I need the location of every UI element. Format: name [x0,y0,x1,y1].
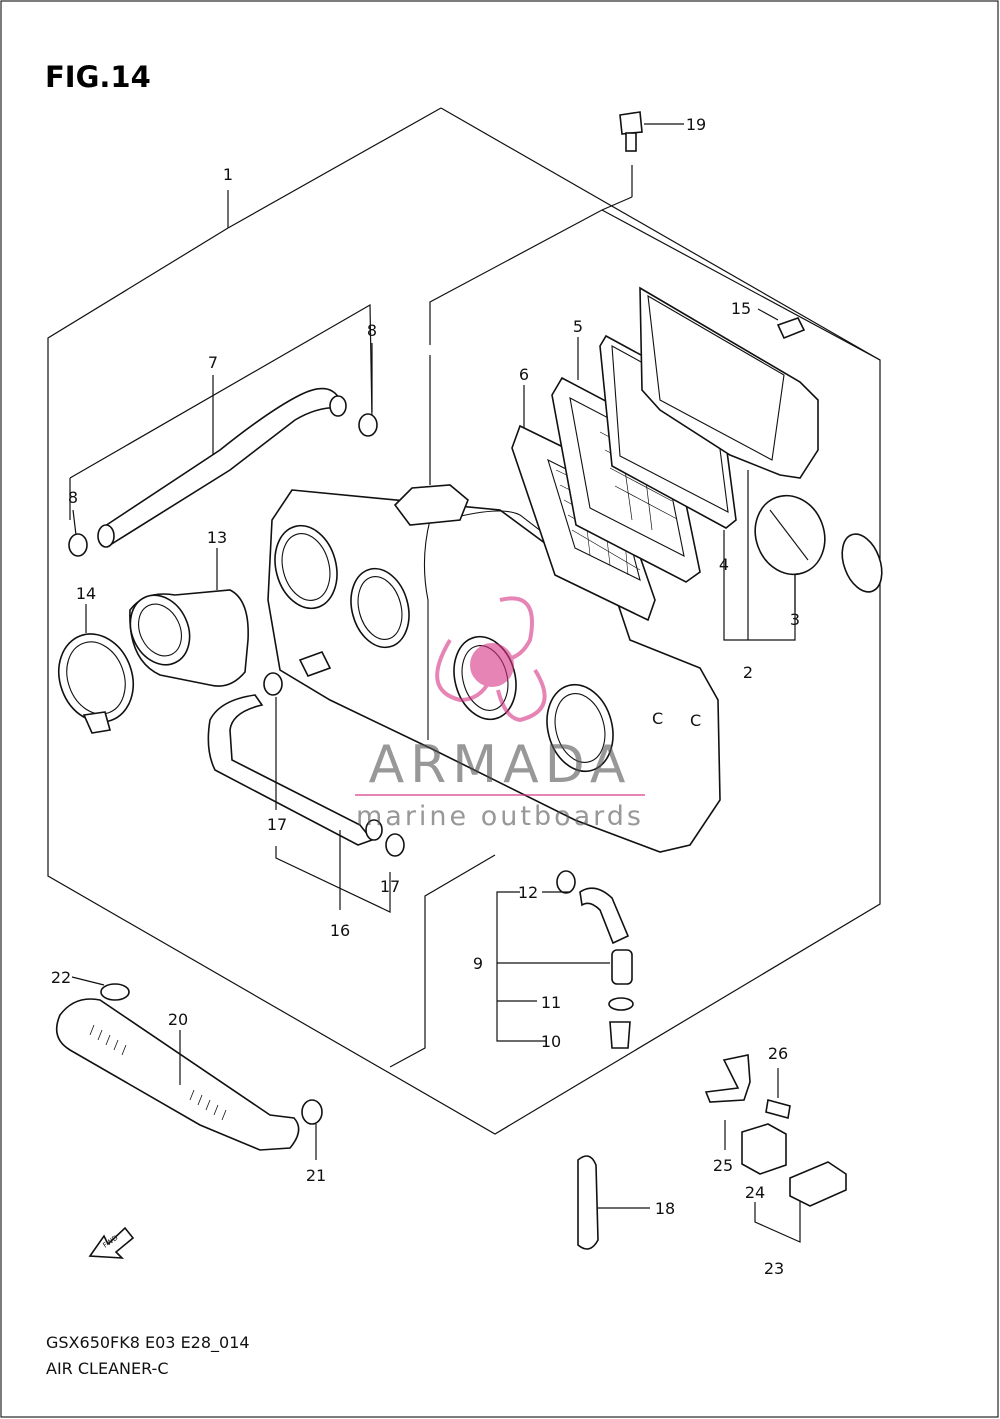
callout-19: 19 [686,115,706,134]
section-name: AIR CLEANER-C [46,1359,169,1378]
callout-24: 24 [745,1183,765,1202]
callout-20: 20 [168,1010,188,1029]
svg-text:C: C [652,709,663,728]
fwd-arrow-icon [88,1226,135,1259]
callout-25: 25 [713,1156,733,1175]
callout-1: 1 [223,165,233,184]
callout-15: 15 [731,299,751,318]
callout-8: 8 [367,321,377,340]
callout-3: 3 [790,610,800,629]
watermark-tagline: marine outboards [356,801,644,832]
callout-8: 8 [68,488,78,507]
model-code: GSX650FK8 E03 E28_014 [46,1333,250,1352]
callout-5: 5 [573,317,583,336]
callout-23: 23 [764,1259,784,1278]
callout-12: 12 [518,883,538,902]
callout-26: 26 [768,1044,788,1063]
assembly-outline [47,209,881,1135]
callout-7: 7 [208,353,218,372]
callout-11: 11 [541,993,561,1012]
callout-16: 16 [330,921,350,940]
callout-10: 10 [541,1032,561,1051]
svg-text:C: C [690,711,701,730]
watermark-brand: ARMADA [369,735,632,795]
callout-labels: 1234567889101112131415161717181920212223… [51,115,800,1278]
callout-4: 4 [719,555,729,574]
callout-9: 9 [473,954,483,973]
callout-6: 6 [519,365,529,384]
callout-13: 13 [207,528,227,547]
propeller-icon [435,596,547,723]
callout-22: 22 [51,968,71,987]
callout-18: 18 [655,1199,675,1218]
callout-17: 17 [380,877,400,896]
callout-17: 17 [267,815,287,834]
callout-2: 2 [743,663,753,682]
watermark-logo: ARMADA marine outboards [355,596,645,832]
figure-title: FIG.14 [45,60,151,94]
callout-21: 21 [306,1166,326,1185]
callout-14: 14 [76,584,96,603]
